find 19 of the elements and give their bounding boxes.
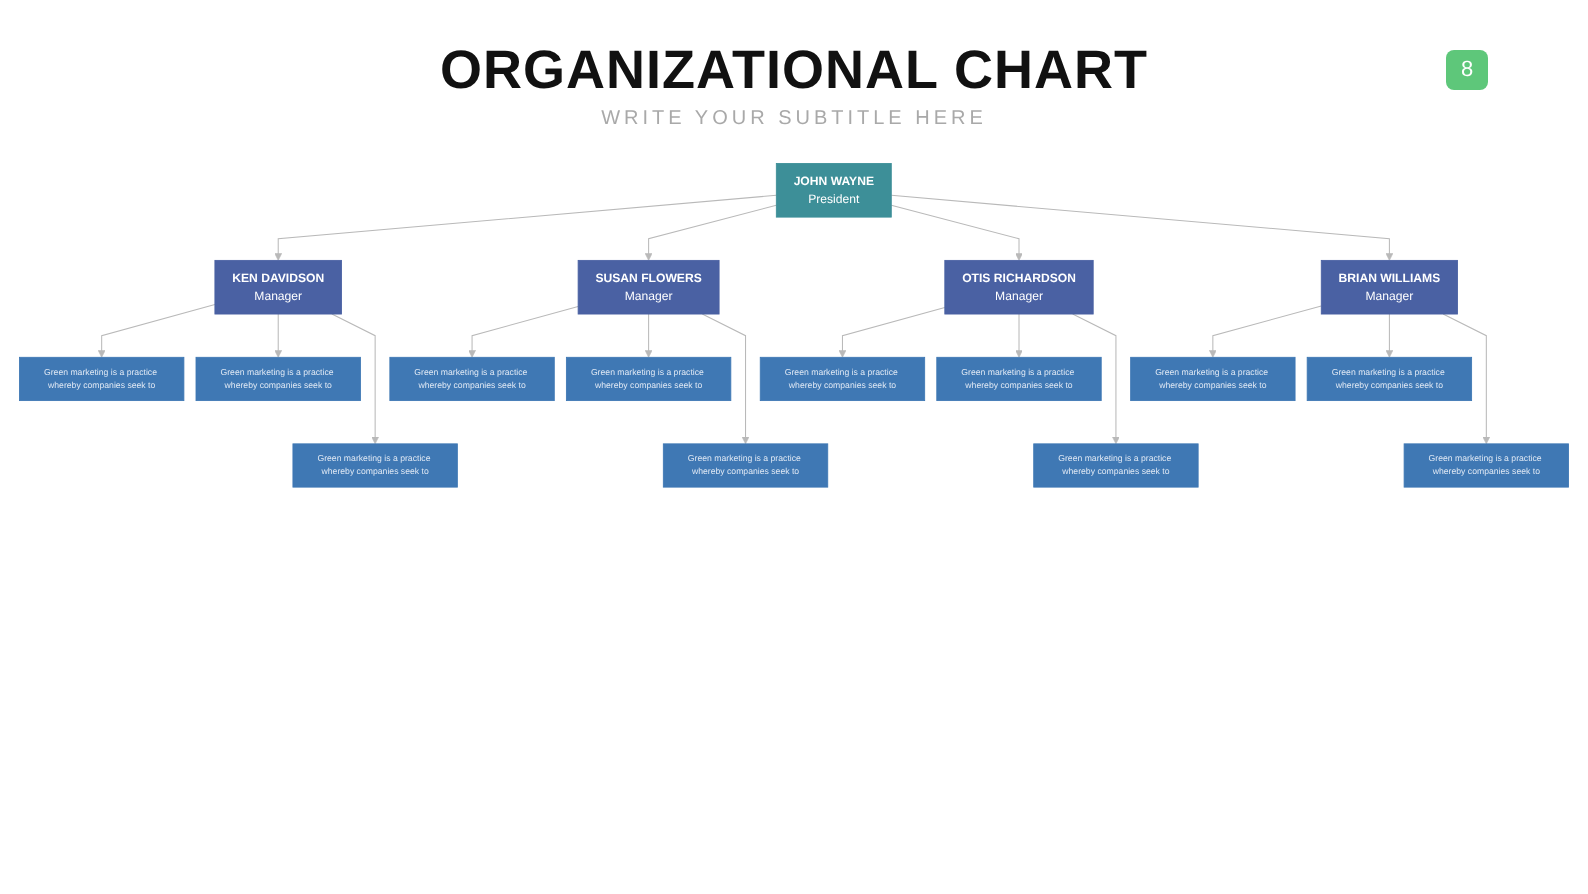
subtitle: WRITE YOUR SUBTITLE HERE	[601, 108, 987, 130]
connector-arrow	[701, 313, 750, 445]
connector-arrow	[644, 204, 777, 261]
page-number-badge: 8	[1446, 50, 1488, 90]
connector-arrow	[1385, 313, 1394, 358]
connector-arrow	[1072, 313, 1120, 445]
connector-arrow	[838, 307, 946, 358]
connector-arrow	[1015, 313, 1023, 358]
connector-arrow	[644, 313, 653, 358]
connector-arrow	[890, 204, 1023, 261]
connector-arrow	[890, 194, 1394, 261]
connector-arrow	[331, 313, 379, 445]
connector-arrow	[274, 194, 777, 261]
connector-arrow	[97, 304, 216, 358]
connector-arrow	[468, 306, 579, 358]
connector-arrow	[274, 313, 283, 358]
connector-arrow	[1442, 313, 1491, 445]
connector-arrow	[1209, 305, 1322, 358]
chart-title: ORGANIZATIONAL CHART	[440, 40, 1148, 102]
